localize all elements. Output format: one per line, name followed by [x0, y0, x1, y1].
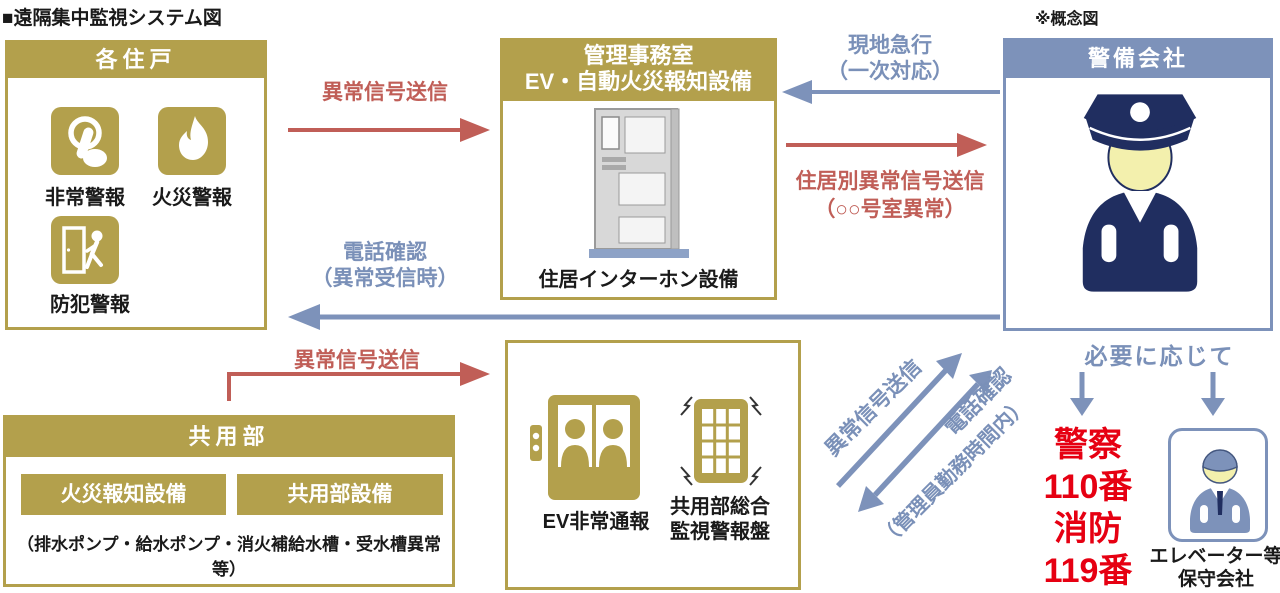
- alarm-panel-label: 共用部総合 監視警報盤: [660, 495, 780, 545]
- arrow-to-police: [1070, 372, 1094, 416]
- maintenance-worker-icon: [1183, 441, 1257, 533]
- common-note: （排水ポンプ・給水ポンプ・消火補給水槽・受水槽異常等）: [17, 535, 441, 579]
- common-facility-button: 共用部設備: [237, 474, 443, 515]
- common-fire-alarm-button: 火災報知設備: [21, 474, 226, 515]
- emergency-fire: 消防: [1054, 510, 1122, 548]
- common-box: 共用部 火災報知設備 共用部設備 （排水ポンプ・給水ポンプ・消火補給水槽・受水槽…: [3, 415, 455, 587]
- label-phone-check: 電話確認 （異常受信時）: [285, 240, 485, 292]
- alarm-panel-label-line1: 共用部総合: [670, 496, 770, 518]
- office-header-line2: EV・自動火災報知設備: [524, 69, 753, 94]
- page-title: ■遠隔集中監視システム図: [2, 8, 222, 29]
- emergency-police: 警察: [1054, 426, 1122, 464]
- label-dispatch-line1: 現地急行: [848, 34, 932, 57]
- security-guard-icon: [1066, 87, 1214, 299]
- fire-icon: [158, 107, 226, 175]
- residence-item-label: 非常警報: [45, 187, 125, 209]
- intrusion-door-icon: [51, 216, 119, 284]
- emergency-numbers: 警察 110番 消防 119番: [1030, 424, 1146, 592]
- label-unit-signal-line1: 住居別異常信号送信: [795, 170, 985, 193]
- office-box: 管理事務室 EV・自動火災報知設備 住居インターホン設備: [500, 38, 777, 300]
- label-dispatch-line2: （一次対応）: [827, 60, 953, 83]
- emergency-button-icon: [51, 107, 119, 175]
- ev-label: EV非常通報: [542, 511, 650, 533]
- arrow-office-to-security-unit-signal: [786, 133, 987, 157]
- label-signal-to-office: 異常信号送信: [322, 81, 448, 104]
- residence-item-label: 防犯警報: [50, 294, 130, 316]
- label-as-needed: 必要に応じて: [1084, 343, 1235, 369]
- label-phone-check-line2: （異常受信時）: [311, 267, 459, 290]
- residence-item-label: 火災警報: [152, 187, 232, 209]
- arrow-security-to-residence-phone: [288, 304, 1000, 330]
- label-dispatch: 現地急行 （一次対応）: [800, 33, 980, 85]
- emergency-police-number: 110番: [1043, 468, 1133, 506]
- security-box: 警備会社: [1003, 38, 1273, 331]
- arrow-common-elbow-signal: [227, 362, 490, 401]
- elevator-icon: [530, 395, 640, 500]
- arrow-security-to-office-dispatch: [782, 80, 1000, 104]
- label-unit-signal-line2: （○○号室異常）: [814, 198, 966, 221]
- intercom-door-icon: [589, 107, 689, 259]
- arrow-to-maintenance: [1201, 372, 1225, 416]
- arrow-residence-to-office: [288, 118, 490, 142]
- label-signal-from-common: 異常信号送信: [294, 349, 420, 372]
- office-caption: 住居インターホン設備: [538, 269, 739, 291]
- arrow-security-ev-phone: [858, 370, 992, 512]
- alarm-panel-label-line2: 監視警報盤: [670, 521, 770, 543]
- office-header: 管理事務室 EV・自動火災報知設備: [502, 40, 775, 101]
- maintenance-label-line1: エレベーター等: [1149, 546, 1280, 567]
- label-unit-signal: 住居別異常信号送信 （○○号室異常）: [772, 168, 1008, 224]
- office-header-line1: 管理事務室: [583, 43, 694, 68]
- ev-box: EV非常通報 共用部総合 監視警報盤: [505, 340, 801, 590]
- maintenance-label: エレベーター等 保守会社: [1148, 545, 1280, 591]
- label-phone-check-line1: 電話確認: [343, 241, 427, 264]
- maintenance-label-line2: 保守会社: [1177, 569, 1254, 590]
- concept-note: ※概念図: [1035, 11, 1099, 28]
- maintenance-box: [1168, 428, 1268, 542]
- emergency-fire-number: 119番: [1043, 552, 1133, 590]
- common-header: 共用部: [5, 417, 453, 457]
- arrow-ev-to-security-signal: [835, 353, 962, 488]
- residence-header: 各住戸: [7, 42, 265, 78]
- security-header: 警備会社: [1005, 40, 1271, 78]
- alarm-panel-icon: [670, 393, 770, 493]
- residence-box: 各住戸 非常警報 火災警報: [5, 40, 267, 330]
